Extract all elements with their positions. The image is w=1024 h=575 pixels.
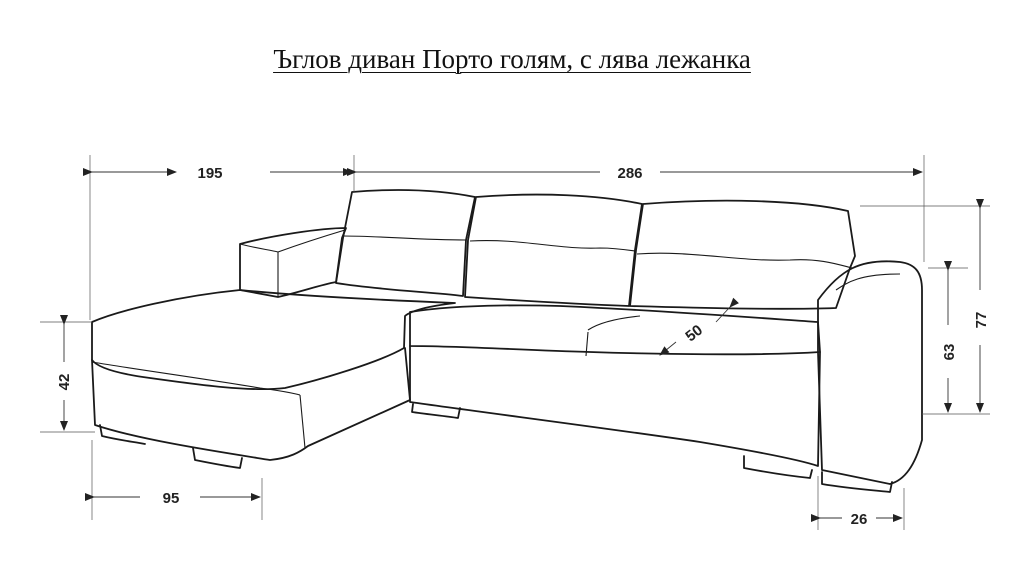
dim-label-286: 286 [617,165,642,182]
extension-lines [40,155,990,530]
back-cushion-left [335,189,476,297]
right-armrest [817,260,923,485]
dim-label-26: 26 [851,511,868,528]
chaise-seat [91,289,456,391]
dim-label-95: 95 [163,490,180,507]
back-cushion-middle [464,193,643,307]
dim-label-50: 50 [682,322,706,346]
diagram-title: Ъглов диван Порто голям, с лява лежанка [273,44,751,74]
main-seat [409,304,821,356]
dim-label-63: 63 [941,344,958,361]
chaise-base [91,347,411,461]
dim-label-195: 195 [197,165,222,182]
dimension-lines [60,168,984,522]
sofa-outline [91,189,923,493]
dim-label-77: 77 [973,312,990,329]
main-base [409,345,821,467]
back-cushion-right [629,199,856,310]
dim-label-42: 42 [56,374,73,391]
sofa-feet [99,403,893,493]
chaise-armrest [239,227,347,298]
